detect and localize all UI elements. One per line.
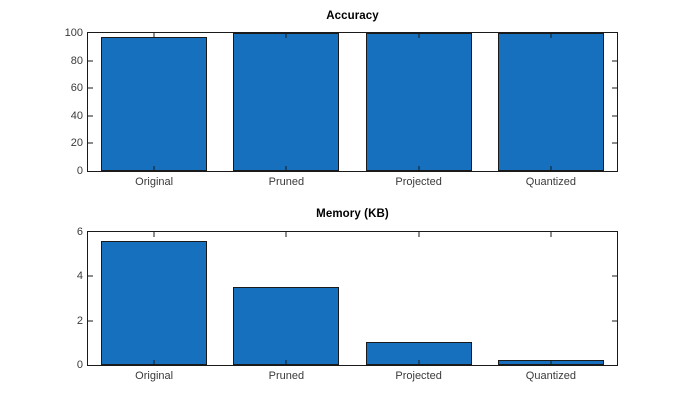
accuracy-xtick-label-original: Original: [135, 176, 174, 188]
accuracy-ytick-mark-right-3: [612, 87, 617, 89]
accuracy-ytick-mark-left-3: [88, 87, 93, 89]
accuracy-ytick-label-1: 20: [70, 137, 83, 150]
memory-ytick-mark-right-1: [612, 320, 617, 322]
memory-ytick-mark-left-1: [88, 320, 93, 322]
accuracy-ytick-label-5: 100: [64, 27, 83, 39]
accuracy-bar-pruned[interactable]: [233, 33, 340, 171]
memory-xtick-label-pruned: Pruned: [268, 370, 305, 382]
accuracy-xtick-mark-top-0: [153, 33, 155, 38]
accuracy-ytick-mark-right-2: [612, 115, 617, 117]
memory-xtick-label-projected: Projected: [395, 370, 442, 382]
accuracy-xtick-mark-top-1: [285, 33, 287, 38]
memory-xtick-mark-top-0: [153, 232, 155, 237]
accuracy-ytick-mark-left-2: [88, 115, 93, 117]
memory-xtick-label-original: Original: [135, 370, 174, 382]
accuracy-ytick-mark-left-1: [88, 142, 93, 144]
memory-ytick-mark-left-2: [88, 275, 93, 277]
memory-chart-title: Memory (KB): [316, 208, 389, 220]
memory-xtick-mark-bottom-0: [153, 360, 155, 365]
memory-ytick-mark-right-2: [612, 275, 617, 277]
memory-xtick-mark-top-2: [418, 232, 420, 237]
accuracy-ytick-label-4: 80: [70, 54, 83, 67]
accuracy-ytick-mark-left-4: [88, 60, 93, 62]
accuracy-bar-original[interactable]: [101, 37, 208, 171]
memory-xtick-mark-bottom-1: [285, 360, 287, 365]
accuracy-xtick-mark-bottom-0: [153, 166, 155, 171]
accuracy-xtick-mark-bottom-1: [285, 166, 287, 171]
accuracy-bar-projected[interactable]: [365, 33, 472, 171]
memory-xtick-mark-bottom-3: [550, 360, 552, 365]
memory-xtick-mark-top-3: [550, 232, 552, 237]
accuracy-xtick-mark-bottom-2: [418, 166, 420, 171]
memory-ytick-label-3: 6: [76, 226, 83, 238]
accuracy-xtick-label-pruned: Pruned: [268, 176, 305, 188]
memory-ytick-label-1: 2: [76, 314, 83, 327]
accuracy-xtick-label-quantized: Quantized: [525, 176, 576, 188]
memory-ytick-label-0: 0: [76, 359, 83, 371]
accuracy-xtick-mark-bottom-3: [550, 166, 552, 171]
memory-ytick-label-2: 4: [76, 270, 83, 283]
accuracy-xtick-mark-top-2: [418, 33, 420, 38]
memory-xtick-label-quantized: Quantized: [525, 370, 576, 382]
accuracy-xtick-label-projected: Projected: [395, 176, 442, 188]
accuracy-bar-quantized[interactable]: [497, 33, 604, 171]
accuracy-ytick-mark-right-1: [612, 142, 617, 144]
memory-xtick-mark-bottom-2: [418, 360, 420, 365]
accuracy-ytick-mark-right-4: [612, 60, 617, 62]
memory-bar-original[interactable]: [101, 240, 208, 365]
memory-bar-pruned[interactable]: [233, 287, 340, 365]
accuracy-ytick-label-0: 0: [76, 165, 83, 177]
accuracy-ytick-label-2: 40: [70, 109, 83, 122]
memory-xtick-mark-top-1: [285, 232, 287, 237]
accuracy-chart-title: Accuracy: [326, 10, 379, 22]
accuracy-ytick-label-3: 60: [70, 82, 83, 95]
accuracy-xtick-mark-top-3: [550, 33, 552, 38]
